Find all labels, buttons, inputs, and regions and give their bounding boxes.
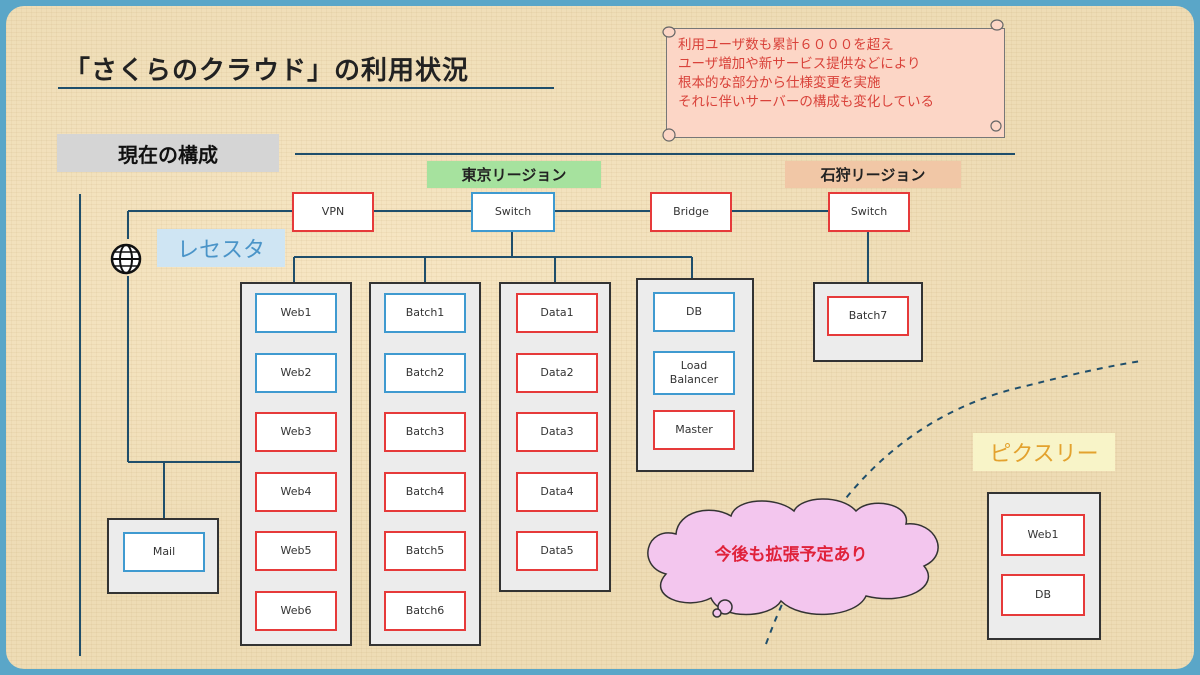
db-node: DB	[653, 292, 735, 332]
note-line: それに伴いサーバーの構成も変化している	[678, 94, 934, 110]
batch-node: Batch5	[384, 531, 466, 571]
data-node: Data3	[516, 412, 598, 452]
title-underline	[58, 87, 554, 89]
scroll-curls	[662, 19, 1004, 142]
web-rack	[240, 282, 352, 646]
section-heading: 現在の構成	[57, 134, 279, 172]
note-line: ユーザ増加や新サービス提供などにより	[678, 56, 921, 72]
web-node: Web4	[255, 472, 337, 512]
data-node: Data1	[516, 293, 598, 333]
web-node: Web5	[255, 531, 337, 571]
region-ishikari-label: 石狩リージョン	[785, 161, 961, 188]
note-line: 根本的な部分から仕様変更を実施	[678, 75, 881, 91]
notes-scroll	[666, 28, 1005, 138]
batch-node: Batch1	[384, 293, 466, 333]
data-node: Data5	[516, 531, 598, 571]
web-node: Web6	[255, 591, 337, 631]
batch-node: Batch2	[384, 353, 466, 393]
cloud-callout-text: 今後も拡張予定あり	[714, 545, 868, 565]
batch7-node: Batch7	[827, 296, 909, 336]
page-title: 「さくらのクラウド」の利用状況	[64, 56, 470, 86]
notes-text: 利用ユーザ数も累計６０００を超え ユーザ増加や新サービス提供などにより 根本的な…	[678, 36, 998, 112]
batch-node: Batch6	[384, 591, 466, 631]
left-vertical-line	[79, 194, 81, 656]
bridge-node: Bridge	[650, 192, 732, 232]
data-node: Data4	[516, 472, 598, 512]
master-node: Master	[653, 410, 735, 450]
batch-rack	[369, 282, 481, 646]
connection-lines	[127, 210, 1142, 645]
mail-node: Mail	[123, 532, 205, 572]
web-node: Web1	[255, 293, 337, 333]
pix-db-node: DB	[1001, 574, 1085, 616]
vpn-node: VPN	[292, 192, 374, 232]
data-node: Data2	[516, 353, 598, 393]
switch-ishikari-node: Switch	[828, 192, 910, 232]
section-divider	[295, 153, 1015, 155]
load-balancer-node: Load Balancer	[653, 351, 735, 395]
web-node: Web2	[255, 353, 337, 393]
batch-node: Batch4	[384, 472, 466, 512]
batch-node: Batch3	[384, 412, 466, 452]
region-tokyo-label: 東京リージョン	[427, 161, 601, 188]
globe-icon	[110, 243, 142, 275]
pix-web-node: Web1	[1001, 514, 1085, 556]
zone-leaf-label: レセスタ	[157, 229, 285, 267]
cloud-shape	[647, 498, 939, 618]
zone-pix-label: ピクスリー	[973, 433, 1115, 471]
web-node: Web3	[255, 412, 337, 452]
switch-tokyo-node: Switch	[471, 192, 555, 232]
note-line: 利用ユーザ数も累計６０００を超え	[678, 37, 894, 53]
slide: 「さくらのクラウド」の利用状況 利用ユーザ数も累計６０００を超え ユーザ増加や新…	[6, 6, 1194, 669]
